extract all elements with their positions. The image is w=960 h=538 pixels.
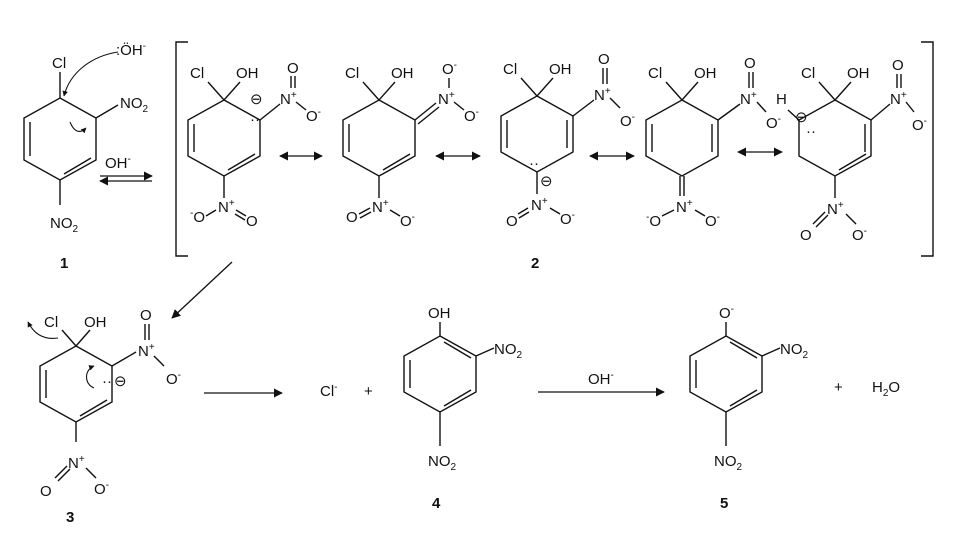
oxygen-label: O <box>287 60 299 77</box>
lone-pair: ·· <box>102 373 112 390</box>
base-reagent-label: OH- <box>588 370 614 388</box>
nitro-label: NO2 <box>50 215 79 235</box>
chlorine-label: Cl <box>345 65 359 82</box>
compound-number: 3 <box>66 509 74 526</box>
compound-5-structure: O- NO2 NO2 5 <box>689 304 809 512</box>
chlorine-label: Cl <box>801 65 815 82</box>
nitro-label: NO2 <box>120 95 149 115</box>
resonance-structure: Cl OH ·· ⊖ N+ O O- N+ O O- 2 <box>500 51 635 272</box>
reaction-arrow <box>171 261 233 319</box>
carbanion-charge: ⊖ <box>795 109 808 126</box>
left-bracket <box>175 41 188 257</box>
oxygen-label: O- <box>852 226 867 244</box>
hydroxyl-label: OH <box>694 65 717 82</box>
hydroxyl-label: OH <box>847 65 870 82</box>
chloride-label: Cl- <box>320 382 338 400</box>
nitro-label: NO2 <box>714 453 743 473</box>
plus-sign: + <box>364 383 373 400</box>
hydroxyl-label: OH <box>84 314 107 331</box>
carbanion-charge: ⊖ <box>114 373 127 390</box>
oxygen-label: O- <box>306 107 321 125</box>
nitro-label: NO2 <box>428 453 457 473</box>
carbanion-charge: ⊖ <box>250 91 263 108</box>
curly-arrow <box>62 51 119 97</box>
oxygen-label: O <box>892 57 904 74</box>
nitrogen-label: N+ <box>594 86 611 104</box>
nitrogen-label: N+ <box>890 90 907 108</box>
chlorine-label: Cl <box>648 65 662 82</box>
water-label: H2O <box>872 379 900 399</box>
chlorine-label: Cl <box>52 55 66 72</box>
plus-sign: + <box>834 379 843 396</box>
compound-3-structure: Cl OH ·· ⊖ N+ O O- N+ O O- 3 <box>27 307 181 526</box>
oxygen-label: O <box>800 227 812 244</box>
oxygen-label: O- <box>912 116 927 134</box>
oxygen-label: O <box>346 209 358 226</box>
nitrogen-label: N+ <box>218 198 235 216</box>
oxygen-label: O- <box>400 212 415 230</box>
oxygen-label: O <box>140 307 152 324</box>
right-bracket <box>921 41 934 257</box>
nitrogen-label: N+ <box>740 90 757 108</box>
resonance-structure: Cl OH N+ O O- N+ -O O- <box>645 55 781 230</box>
reagent-label: OH- <box>105 154 131 172</box>
curly-arrow <box>27 321 59 339</box>
oxygen-label: O- <box>166 370 181 388</box>
nitrogen-label: N+ <box>138 342 155 360</box>
nitro-label: NO2 <box>494 341 523 361</box>
oxygen-label: O- <box>464 107 479 125</box>
hydroxyl-label: OH <box>428 305 451 322</box>
oxygen-label: O <box>40 483 52 500</box>
oxygen-label: O <box>246 213 258 230</box>
compound-4-structure: OH NO2 NO2 4 <box>403 305 523 512</box>
resonance-structure: H ⊖ ·· Cl OH N+ O O- N+ O O- <box>776 57 927 244</box>
hydroxyl-label: OH <box>236 65 259 82</box>
oxygen-label: -O <box>646 212 661 230</box>
curly-arrow <box>85 365 95 389</box>
compound-number: 4 <box>432 495 441 512</box>
lone-pair: ·· <box>250 111 260 128</box>
nitrogen-label: N+ <box>280 90 297 108</box>
hydrogen-label: H <box>776 91 787 108</box>
oxygen-label: O- <box>705 212 720 230</box>
nitrogen-label: N+ <box>438 90 455 108</box>
hydroxide-nucleophile-label: :ÖH- <box>116 41 146 59</box>
oxygen-label: O <box>598 51 610 68</box>
reversible-arrow: OH- <box>99 154 153 186</box>
nitrogen-label: N+ <box>68 454 85 472</box>
compound-1-structure: Cl NO2 NO2 :ÖH- 1 <box>23 41 149 272</box>
oxygen-label: O- <box>442 60 457 78</box>
oxygen-label: O <box>744 55 756 72</box>
lone-pair: ·· <box>529 155 539 172</box>
carbanion-charge: ⊖ <box>540 173 553 190</box>
resonance-structure: Cl OH N+ O- O- O N+ O- <box>342 60 479 230</box>
resonance-structure: Cl OH ⊖ ·· N+ O O- -O N+ O <box>187 60 321 230</box>
oxygen-label: O- <box>560 210 575 228</box>
oxygen-label: O- <box>766 114 781 132</box>
nitro-label: NO2 <box>780 341 809 361</box>
compound-number: 5 <box>720 495 728 512</box>
curly-arrow <box>69 121 87 134</box>
hydroxyl-label: OH <box>549 61 572 78</box>
nitrogen-label: N+ <box>531 196 548 214</box>
oxygen-label: O- <box>620 112 635 130</box>
oxygen-label: O <box>506 213 518 230</box>
nitrogen-label: N+ <box>372 198 389 216</box>
oxygen-label: -O <box>190 208 205 226</box>
nitrogen-label: N+ <box>827 200 844 218</box>
chlorine-label: Cl <box>44 314 58 331</box>
chlorine-label: Cl <box>190 65 204 82</box>
nitrogen-label: N+ <box>676 198 693 216</box>
compound-number: 1 <box>60 255 68 272</box>
lone-pair: ·· <box>806 123 816 140</box>
phenolate-oxygen-label: O- <box>719 304 734 322</box>
oxygen-label: O- <box>94 480 109 498</box>
hydroxyl-label: OH <box>391 65 414 82</box>
compound-number: 2 <box>531 255 539 272</box>
chlorine-label: Cl <box>503 61 517 78</box>
